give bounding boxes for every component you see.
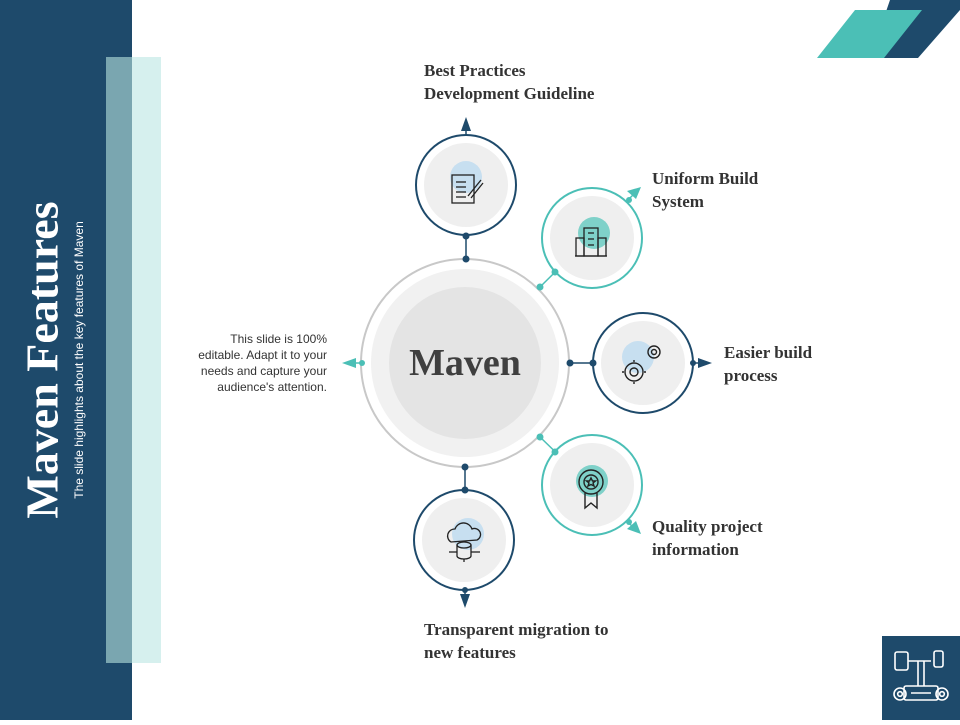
feature-label-easier-build: Easier build process (724, 341, 812, 387)
accent-band-light (132, 57, 161, 663)
description-line: This slide is 100% (230, 332, 327, 346)
label-line: System (652, 192, 704, 211)
cloud-database-icon (447, 522, 482, 562)
feature-node-easier-build (592, 312, 694, 414)
label-line: information (652, 540, 739, 559)
center-label: Maven (409, 342, 521, 384)
award-badge-icon (578, 469, 604, 510)
devices-gears-icon-graphic (893, 650, 949, 701)
slide-description: This slide is 100% editable. Adapt it to… (180, 331, 327, 395)
description-line: audience's attention. (217, 380, 327, 394)
document-edit-icon (451, 174, 484, 204)
label-line: Transparent migration to (424, 620, 609, 639)
feature-label-transparent-migration: Transparent migration to new features (424, 618, 608, 664)
feature-node-best-practices (415, 134, 517, 236)
feature-label-best-practices: Best Practices Development Guideline (424, 59, 594, 105)
feature-label-uniform-build: Uniform Build System (652, 167, 758, 213)
label-line: Development Guideline (424, 84, 595, 103)
feature-node-uniform-build (541, 187, 643, 289)
label-line: process (724, 366, 778, 385)
label-line: Uniform Build (652, 169, 759, 188)
devices-gears-icon (882, 636, 960, 720)
feature-node-transparent-migration (413, 489, 515, 591)
feature-node-quality-info (541, 434, 643, 536)
building-icon (575, 227, 607, 257)
center-node (360, 258, 570, 468)
label-line: Best Practices (424, 61, 526, 80)
connector-arrows (342, 117, 712, 608)
label-line: new features (424, 643, 516, 662)
gears-icon (622, 345, 661, 384)
label-line: Quality project (652, 517, 763, 536)
label-line: Easier build (724, 343, 813, 362)
accent-band-dark (106, 57, 132, 663)
connector-dots (359, 197, 696, 593)
feature-label-quality-info: Quality project information (652, 515, 763, 561)
description-line: needs and capture your (200, 364, 327, 378)
description-line: editable. Adapt it to your (198, 348, 327, 362)
